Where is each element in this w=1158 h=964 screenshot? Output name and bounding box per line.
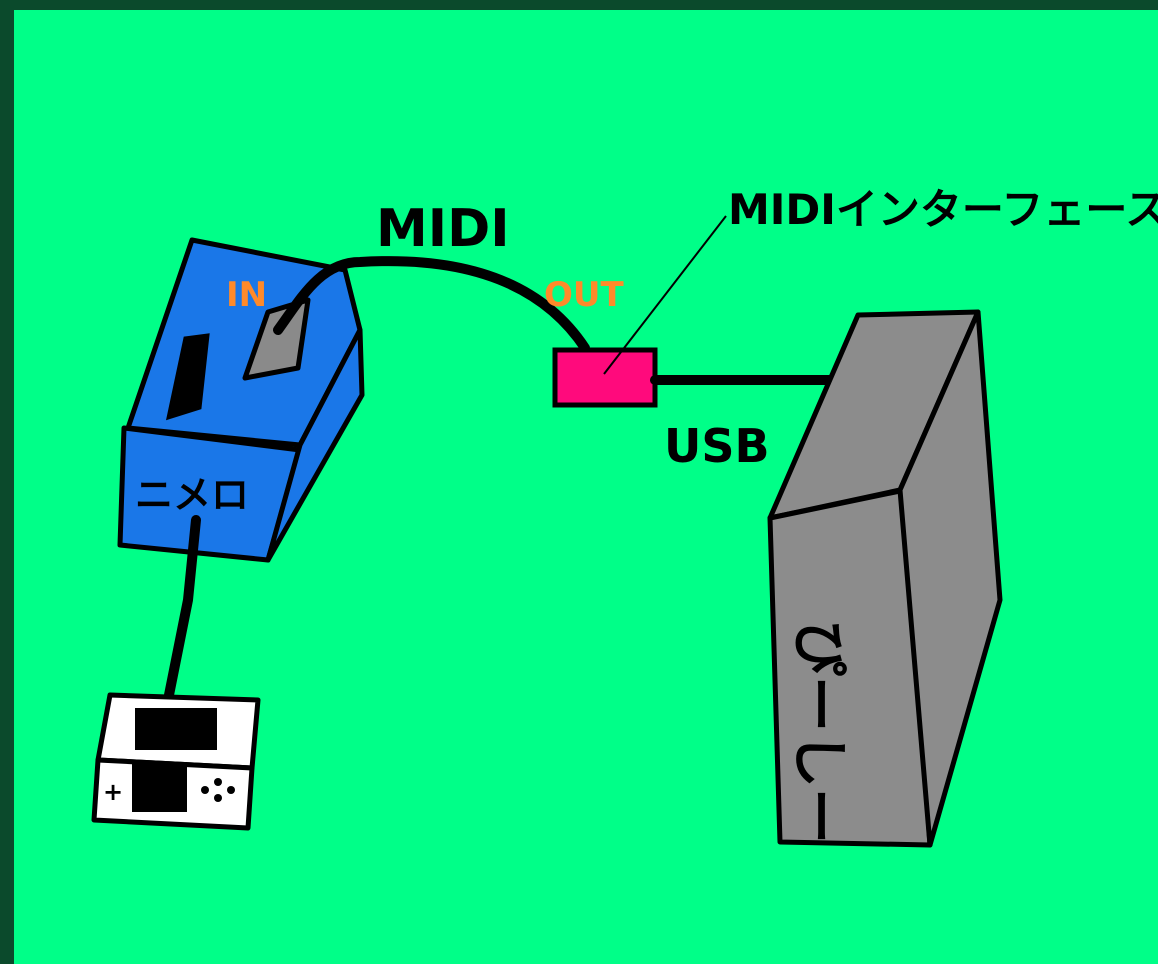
pc-tower: ぴーしー <box>767 309 1003 848</box>
midi-cable-label: MIDI <box>376 199 510 259</box>
handheld-bottom-screen <box>132 762 187 812</box>
blue-device-slot <box>165 333 210 421</box>
interface-pointer-line <box>603 215 727 375</box>
handheld-top-screen <box>135 708 217 750</box>
in-port-label: IN <box>226 275 267 315</box>
button-icon <box>201 786 209 794</box>
blue-device-side <box>265 327 365 563</box>
midi-interface-body <box>552 347 658 408</box>
button-icon <box>214 794 222 802</box>
handheld-console: + <box>91 692 261 831</box>
usb-label: USB <box>664 419 770 473</box>
interface-label: MIDIインターフェース <box>728 185 1158 234</box>
pc-tower-text: ぴーしー <box>786 620 851 844</box>
pc-tower-side <box>897 309 1003 848</box>
midi-cable <box>273 256 590 353</box>
blue-device: ニメロ IN <box>117 237 365 563</box>
dpad-icon: + <box>103 778 123 806</box>
box-device-label: ニメロ <box>135 473 249 517</box>
handheld-cable <box>163 515 201 705</box>
out-port-label: OUT <box>544 275 625 315</box>
button-icon <box>214 778 222 786</box>
button-icon <box>227 786 235 794</box>
